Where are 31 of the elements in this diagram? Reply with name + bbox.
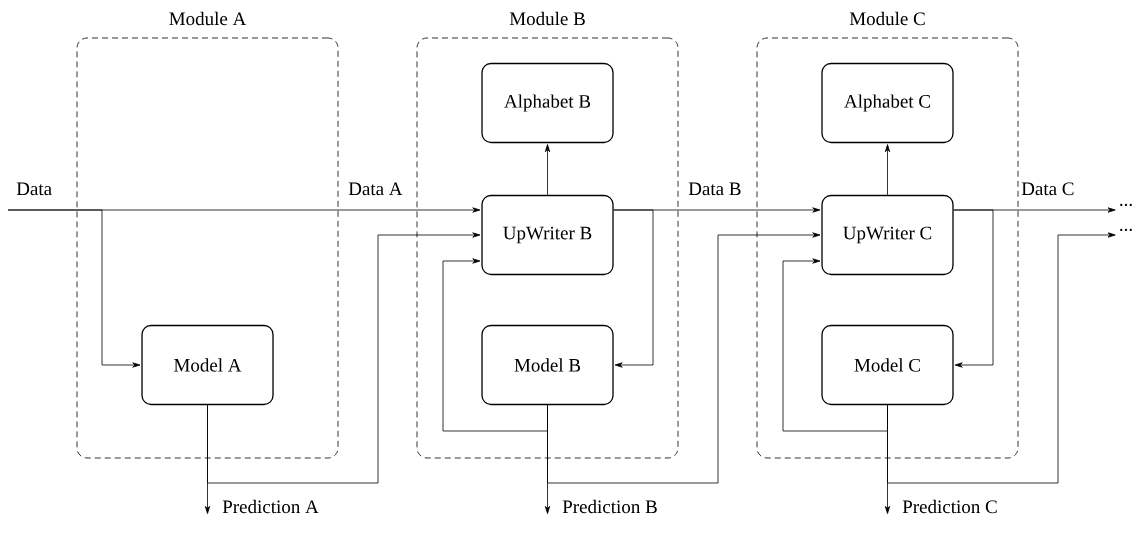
arrow: [884, 144, 891, 196]
module-title: Module B: [509, 11, 585, 26]
arrow: [442, 258, 548, 432]
edge-label: Data B: [687, 181, 743, 197]
module-title: Module C: [849, 11, 925, 26]
ellipsis-text: ...: [1120, 228, 1132, 232]
process-box: Model A: [141, 324, 274, 406]
arrow: [613, 207, 821, 213]
arrow: [544, 144, 551, 196]
edge-label: Data: [15, 181, 54, 197]
arrow: [7, 207, 481, 213]
process-box: UpWriter B: [481, 194, 614, 276]
arrow: [953, 207, 1116, 213]
arrow: [953, 209, 994, 368]
edge-label: Prediction C: [901, 498, 999, 515]
edge-label: Data A: [347, 181, 404, 197]
ellipsis-text: ...: [1120, 203, 1132, 207]
process-box: UpWriter C: [821, 194, 954, 276]
arrow: [613, 209, 654, 368]
edge-label: Data C: [1020, 181, 1076, 197]
edge-label: Prediction B: [561, 498, 659, 515]
arrow: [207, 232, 481, 484]
process-box: Alphabet C: [821, 62, 954, 144]
arrow: [547, 232, 821, 484]
arrow: [887, 232, 1116, 484]
process-box: Model C: [821, 324, 954, 406]
process-box: Alphabet B: [481, 62, 614, 144]
process-box: Model B: [481, 324, 614, 406]
module-title: Module A: [169, 11, 247, 26]
edge-label: Prediction A: [221, 498, 320, 515]
arrow: [782, 258, 888, 432]
